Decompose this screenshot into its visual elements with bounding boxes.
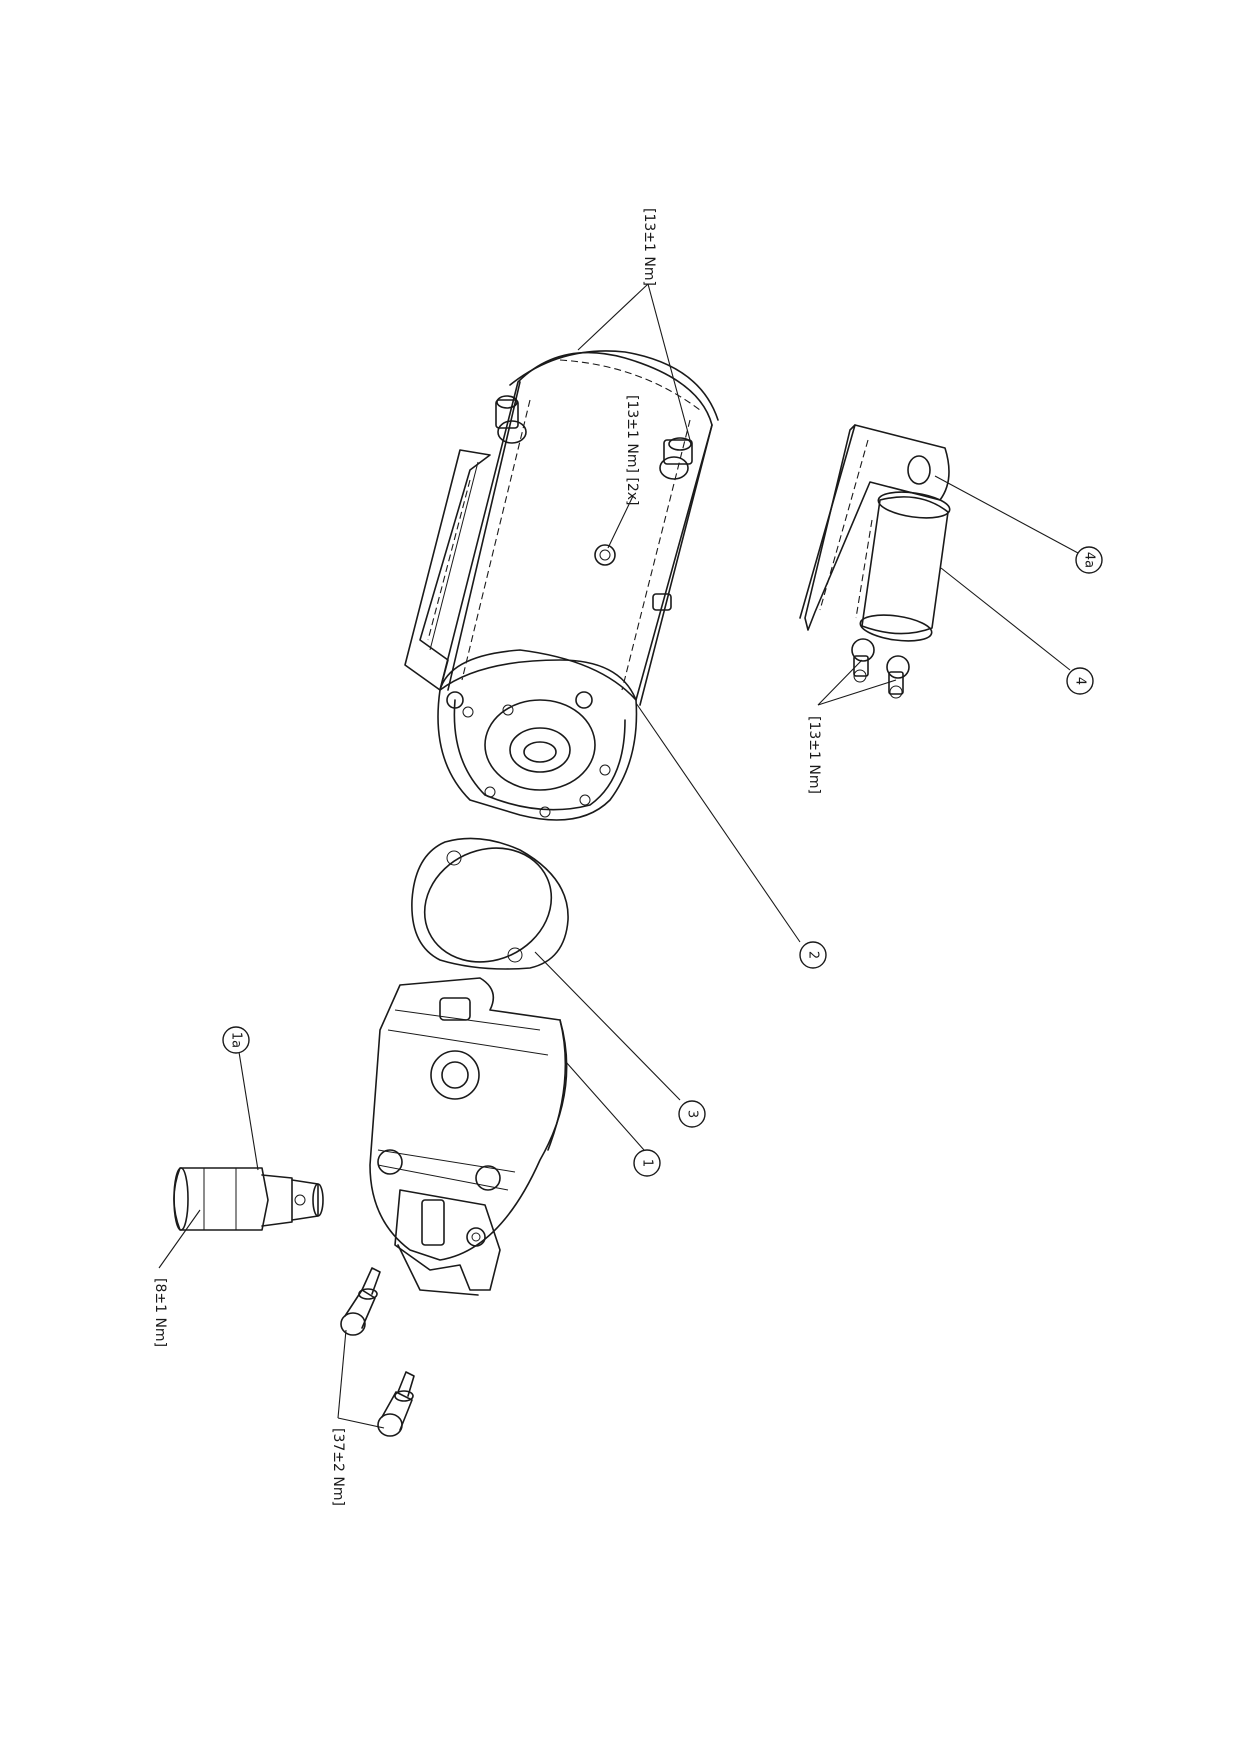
svg-text:4a: 4a: [1082, 552, 1097, 568]
torque-label-solenoid: [13±1 Nm]: [806, 716, 822, 794]
callout-pump: 1: [633, 1149, 661, 1177]
gasket: [411, 837, 569, 970]
torque-label-fittings: [37±2 Nm]: [330, 1428, 346, 1506]
torque-label-top: [13±1 Nm]: [641, 208, 657, 286]
leader-lines: [158, 283, 1079, 1429]
callout-gasket: 3: [678, 1100, 706, 1128]
fitting-upper: [340, 1267, 381, 1336]
motor-nut-center: [594, 544, 616, 566]
fitting-lower: [377, 1371, 415, 1437]
svg-text:1: 1: [640, 1159, 655, 1167]
solenoid-terminal-left: [851, 638, 875, 683]
motor-front-flange: [437, 659, 638, 821]
svg-text:2: 2: [806, 951, 821, 959]
callout-valve: 1a: [222, 1026, 250, 1054]
svg-text:3: 3: [685, 1110, 700, 1118]
callout-motor: 2: [799, 941, 827, 969]
callout-bracket: 4a: [1075, 546, 1103, 574]
motor-nut-lower: [652, 593, 672, 611]
svg-text:4: 4: [1073, 677, 1088, 685]
motor-terminal-stud-left: [495, 395, 527, 444]
hydraulic-pump: [369, 977, 568, 1296]
svg-text:1a: 1a: [229, 1032, 244, 1048]
solenoid: [851, 491, 951, 699]
callout-solenoid: 4: [1066, 667, 1094, 695]
motor-terminal-stud-right: [659, 437, 693, 480]
torque-label-motor-center: [13±1 Nm] [2x]: [624, 395, 640, 506]
motor-body: [404, 350, 719, 821]
solenoid-bracket: [799, 424, 950, 631]
solenoid-terminal-right: [886, 655, 910, 699]
relief-valve-cartridge: [173, 1167, 324, 1231]
torque-label-valve: [8±1 Nm]: [152, 1278, 168, 1347]
